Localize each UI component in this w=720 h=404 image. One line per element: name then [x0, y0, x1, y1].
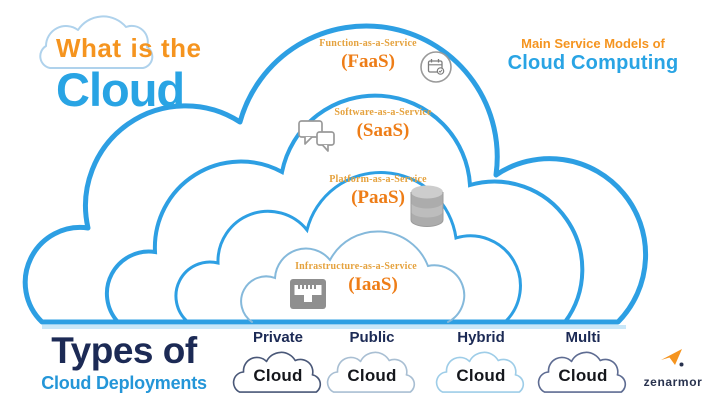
- brand-name: zenarmor: [643, 375, 703, 389]
- paas-abbr: (PaaS): [351, 187, 405, 208]
- hybrid-cloud-text: Cloud: [456, 366, 506, 385]
- calendar-function-icon: [420, 51, 452, 83]
- paas-cloud-outline: [174, 170, 522, 324]
- deployments-heading: Types of Cloud Deployments: [28, 330, 220, 394]
- database-icon: [410, 185, 444, 227]
- deployment-private: Private Cloud: [223, 329, 333, 394]
- deployment-hybrid: Hybrid Cloud: [426, 329, 536, 394]
- public-cloud-icon: [326, 351, 416, 393]
- paas-name: Platform-as-a-Service: [329, 174, 427, 185]
- paas-label-block: Platform-as-a-Service (PaaS): [288, 174, 468, 209]
- saas-name: Software-as-a-Service: [334, 107, 432, 118]
- deployments-subtitle: Cloud Deployments: [41, 373, 207, 393]
- deployment-multi: Multi Cloud: [528, 329, 638, 394]
- title-is-the: is the: [130, 33, 202, 63]
- faas-abbr: (FaaS): [341, 51, 395, 72]
- zenarmor-logo-icon: [661, 349, 684, 367]
- multi-cloud-icon: [537, 351, 627, 393]
- title-what: What: [56, 33, 122, 63]
- iaas-name: Infrastructure-as-a-Service: [295, 261, 417, 272]
- private-cloud-text: Cloud: [253, 366, 303, 385]
- chat-bubbles-icon: [298, 120, 335, 152]
- deployment-public: Public Cloud: [317, 329, 427, 394]
- hybrid-cloud-icon: [435, 351, 525, 393]
- service-models-title: Cloud Computing: [507, 52, 679, 74]
- faas-cloud-outline: [22, 23, 649, 325]
- public-label: Public: [349, 329, 395, 346]
- multi-cloud-text: Cloud: [558, 366, 608, 385]
- hybrid-label: Hybrid: [457, 329, 505, 346]
- brand-block: zenarmor: [630, 349, 716, 389]
- network-port-icon: [290, 279, 326, 309]
- saas-abbr: (SaaS): [356, 120, 410, 141]
- multi-label: Multi: [565, 329, 601, 346]
- saas-label-block: Software-as-a-Service (SaaS): [293, 107, 473, 142]
- private-label: Private: [252, 329, 304, 346]
- what-cloud-outline-icon: [39, 15, 154, 69]
- faas-name: Function-as-a-Service: [319, 38, 417, 49]
- iaas-abbr: (IaaS): [348, 274, 398, 295]
- iaas-cloud-outline: [240, 230, 466, 323]
- service-models-header: Main Service Models of Cloud Computing: [503, 36, 683, 75]
- saas-cloud-outline: [104, 93, 585, 324]
- private-cloud-icon: [232, 351, 322, 393]
- service-models-subtitle: Main Service Models of: [521, 36, 665, 51]
- iaas-label-block: Infrastructure-as-a-Service (IaaS): [266, 261, 446, 296]
- title-what-is-the: What is the: [56, 33, 201, 64]
- faas-label-block: Function-as-a-Service (FaaS): [278, 38, 458, 73]
- deployments-title: Types of: [51, 330, 197, 371]
- title-cloud: Cloud: [56, 63, 185, 116]
- public-cloud-text: Cloud: [347, 366, 397, 385]
